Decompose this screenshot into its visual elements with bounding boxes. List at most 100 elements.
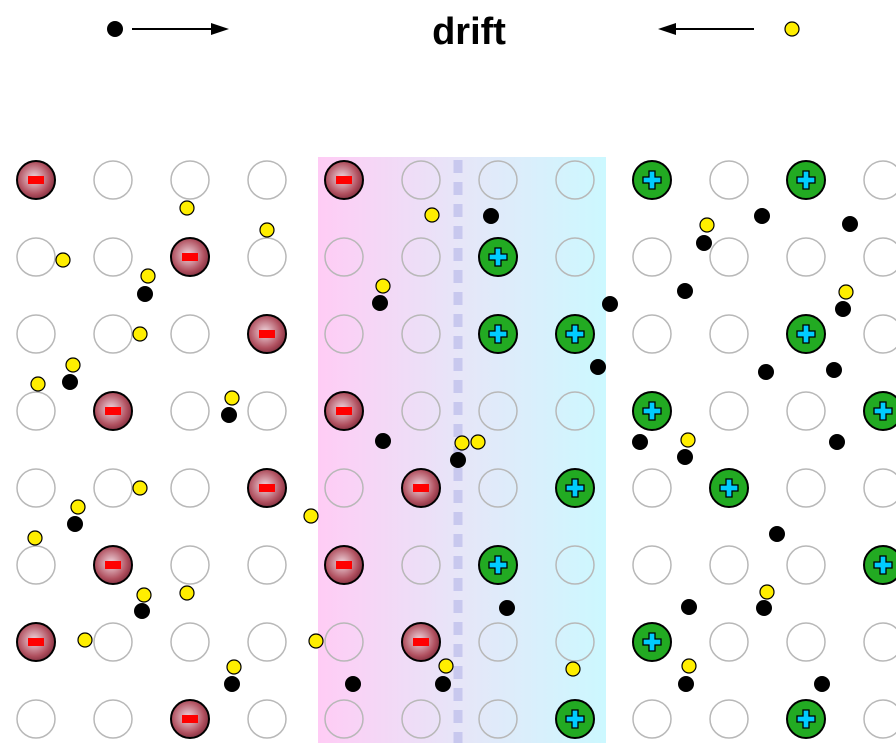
minus-ion-icon — [324, 160, 364, 200]
hole-dot-icon — [375, 278, 391, 294]
lattice-site — [93, 699, 133, 739]
lattice-site — [324, 237, 364, 277]
minus-ion-icon — [16, 622, 56, 662]
electron-dot-icon — [769, 526, 785, 542]
lattice-site — [16, 237, 56, 277]
plus-ion-icon — [709, 468, 749, 508]
hole-dot-icon — [565, 661, 581, 677]
hole-dot-icon — [308, 633, 324, 649]
lattice-site — [863, 314, 896, 354]
electron-dot-icon — [221, 407, 237, 423]
hole-dot-icon — [838, 284, 854, 300]
lattice-site — [786, 545, 826, 585]
electron-dot-icon — [835, 301, 851, 317]
lattice-site — [324, 622, 364, 662]
lattice-site — [93, 160, 133, 200]
electron-dot-icon — [499, 600, 515, 616]
electron-dot-icon — [826, 362, 842, 378]
minus-ion-icon — [16, 160, 56, 200]
minus-ion-icon — [93, 545, 133, 585]
lattice-site — [478, 468, 518, 508]
electron-dot-icon — [696, 235, 712, 251]
plus-ion-icon — [478, 237, 518, 277]
lattice-site — [478, 391, 518, 431]
lattice-site — [863, 160, 896, 200]
lattice-site — [247, 622, 287, 662]
plus-ion-icon — [632, 622, 672, 662]
lattice-site — [401, 160, 441, 200]
hole-dot-icon — [140, 268, 156, 284]
electron-dot-icon — [62, 374, 78, 390]
hole-dot-icon — [226, 659, 242, 675]
ion-layer — [16, 160, 896, 739]
lattice-site — [93, 468, 133, 508]
minus-ion-icon — [247, 468, 287, 508]
lattice-site — [247, 391, 287, 431]
hole-dot-icon — [30, 376, 46, 392]
electron-dot-icon — [677, 283, 693, 299]
electron-dot-icon — [224, 676, 240, 692]
minus-ion-icon — [401, 468, 441, 508]
electron-dot-icon — [632, 434, 648, 450]
lattice-site — [863, 468, 896, 508]
electron-dot-icon — [829, 434, 845, 450]
electron-dot-icon — [590, 359, 606, 375]
plus-ion-icon — [478, 314, 518, 354]
hole-dot-icon — [55, 252, 71, 268]
plus-ion-icon — [555, 468, 595, 508]
hole-dot-icon — [132, 480, 148, 496]
hole-dot-icon — [759, 584, 775, 600]
lattice-site — [632, 468, 672, 508]
electron-dot-icon — [677, 449, 693, 465]
lattice-site — [786, 237, 826, 277]
lattice-site — [632, 237, 672, 277]
lattice-site — [324, 468, 364, 508]
electron-dot-icon — [758, 364, 774, 380]
left-arrowhead-icon — [658, 23, 676, 35]
page-title: drift — [432, 11, 506, 53]
right-arrowhead-icon — [211, 23, 229, 35]
lattice-site — [170, 468, 210, 508]
hole-dot-icon — [179, 200, 195, 216]
electron-dot-icon — [450, 452, 466, 468]
minus-ion-icon — [324, 545, 364, 585]
lattice-site — [863, 622, 896, 662]
hole-dot-icon — [681, 658, 697, 674]
lattice-site — [478, 699, 518, 739]
electron-dot-icon — [756, 600, 772, 616]
lattice-site — [632, 699, 672, 739]
lattice-site — [555, 237, 595, 277]
electron-dot-icon — [134, 603, 150, 619]
hole-dot-icon — [259, 222, 275, 238]
minus-ion-icon — [93, 391, 133, 431]
hole-dot-icon — [179, 585, 195, 601]
hole-dot-icon — [132, 326, 148, 342]
lattice-site — [16, 314, 56, 354]
lattice-site — [478, 622, 518, 662]
lattice-site — [16, 545, 56, 585]
lattice-site — [93, 622, 133, 662]
electron-dot-icon — [372, 295, 388, 311]
lattice-site — [786, 391, 826, 431]
minus-ion-icon — [401, 622, 441, 662]
lattice-site — [632, 314, 672, 354]
plus-ion-icon — [555, 699, 595, 739]
lattice-site — [709, 314, 749, 354]
lattice-site — [401, 545, 441, 585]
electron-dot-icon — [483, 208, 499, 224]
electron-legend-dot — [107, 21, 123, 37]
lattice-site — [709, 545, 749, 585]
minus-ion-icon — [247, 314, 287, 354]
minus-ion-icon — [170, 237, 210, 277]
electron-dot-icon — [754, 208, 770, 224]
lattice-site — [247, 160, 287, 200]
lattice-site — [324, 314, 364, 354]
hole-dot-icon — [224, 390, 240, 406]
electron-dot-icon — [602, 296, 618, 312]
plus-ion-icon — [478, 545, 518, 585]
electron-dot-icon — [67, 516, 83, 532]
hole-dot-icon — [303, 508, 319, 524]
plus-ion-icon — [632, 391, 672, 431]
lattice-site — [170, 545, 210, 585]
